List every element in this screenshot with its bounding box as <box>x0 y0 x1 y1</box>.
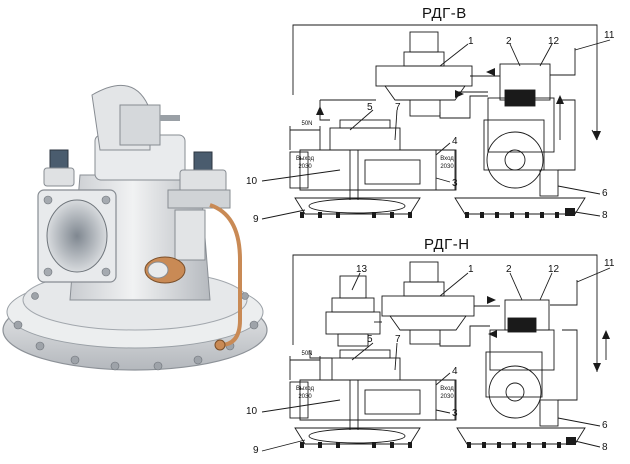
callout-bottom-4: 4 <box>452 366 458 377</box>
inlet-size-top: 2030 <box>440 164 454 170</box>
callout-bottom-2: 2 <box>506 264 512 275</box>
outlet-size-top: 2030 <box>298 164 312 170</box>
diagram-bottom-drawing <box>261 254 611 452</box>
diagram-top-title: РДГ-В <box>422 5 467 22</box>
outlet-size-bottom: 2030 <box>298 394 312 400</box>
outlet-label-bottom: Выход <box>296 386 314 392</box>
callout-bottom-10: 10 <box>246 406 258 417</box>
callout-bottom-1: 1 <box>468 264 474 275</box>
dim-label-bottom: 50N <box>301 351 313 357</box>
callout-top-2: 2 <box>506 36 512 47</box>
callout-bottom-11: 11 <box>604 258 615 269</box>
callout-bottom-12: 12 <box>548 264 560 275</box>
regulator-photo <box>2 84 268 371</box>
callout-bottom-9: 9 <box>253 445 259 456</box>
callout-top-12: 12 <box>548 36 560 47</box>
callout-top-10: 10 <box>246 176 258 187</box>
callout-top-4: 4 <box>452 136 458 147</box>
inlet-size-bottom: 2030 <box>440 394 454 400</box>
callout-top-11: 11 <box>604 30 615 41</box>
inlet-label-top: Вход <box>440 156 454 162</box>
dim-label-top: 50N <box>301 121 313 127</box>
callout-top-3: 3 <box>452 178 458 189</box>
callout-top-1: 1 <box>468 36 474 47</box>
callout-top-6: 6 <box>602 188 608 199</box>
callout-top-8: 8 <box>602 210 608 221</box>
callout-bottom-13: 13 <box>356 264 368 275</box>
callout-bottom-6: 6 <box>602 420 608 431</box>
callout-top-9: 9 <box>253 214 259 225</box>
diagram-bottom-title: РДГ-Н <box>424 236 470 253</box>
callout-bottom-7: 7 <box>395 334 401 345</box>
callout-top-5: 5 <box>367 102 373 113</box>
callout-bottom-3: 3 <box>452 408 458 419</box>
callout-bottom-8: 8 <box>602 442 608 453</box>
outlet-label-top: Выход <box>296 156 314 162</box>
callout-bottom-5: 5 <box>367 334 373 345</box>
diagram-top-drawing <box>261 24 611 220</box>
callout-top-7: 7 <box>395 102 401 113</box>
inlet-label-bottom: Вход <box>440 386 454 392</box>
